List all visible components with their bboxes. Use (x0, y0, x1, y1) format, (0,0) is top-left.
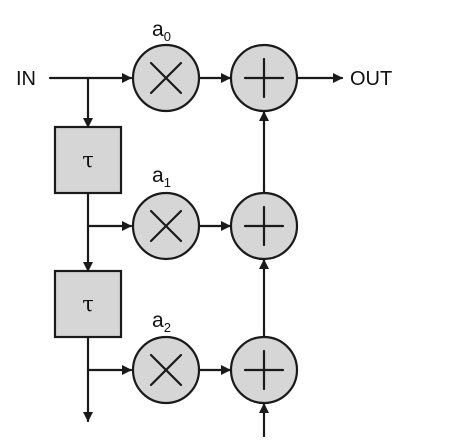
coefficient-label-1: a1 (152, 164, 171, 190)
delay-label: τ (82, 292, 94, 316)
input-label: IN (16, 68, 36, 90)
adder-0 (229, 43, 299, 113)
coefficient-label-0: a0 (152, 18, 171, 44)
delay-label: τ (82, 148, 94, 172)
output-label: OUT (350, 68, 392, 90)
adder-2 (229, 335, 299, 405)
delay-block-1: τ (53, 125, 123, 195)
multiply-icon (149, 61, 183, 95)
wires (48, 73, 344, 438)
multiplier-1 (131, 191, 201, 261)
coefficient-label-2: a2 (152, 309, 171, 335)
plus-icon (243, 57, 285, 99)
multiplier-0 (131, 43, 201, 113)
multiplier-2 (131, 335, 201, 405)
adder-1 (229, 191, 299, 261)
plus-icon (243, 205, 285, 247)
multiply-icon (149, 353, 183, 387)
delay-block-2: τ (53, 269, 123, 339)
multiply-icon (149, 209, 183, 243)
plus-icon (243, 349, 285, 391)
